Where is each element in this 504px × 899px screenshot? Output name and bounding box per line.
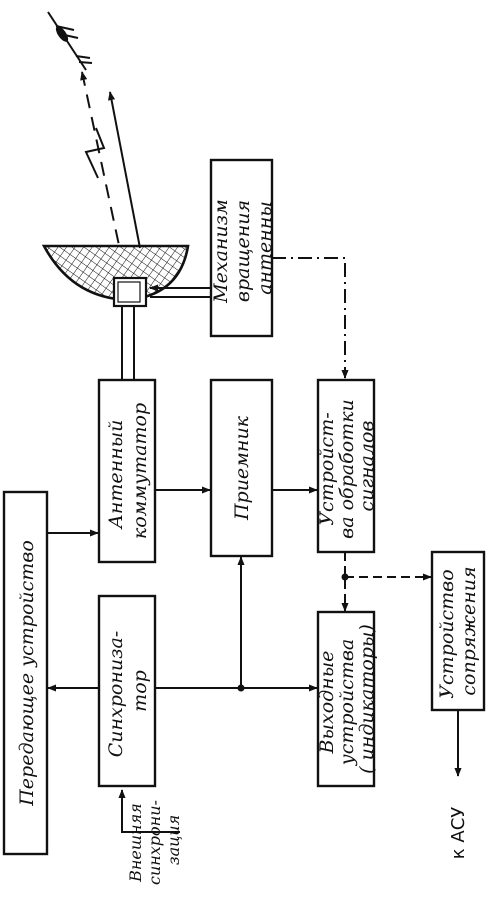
- signal-processor-block: Устройст- ва обработки сигналов: [316, 378, 378, 554]
- waveguide-line: [121, 306, 135, 380]
- svg-text:Механизм вращения: Механизм вращения антенны: [210, 193, 276, 304]
- antenna-angle-line: [272, 257, 349, 379]
- antenna-drive-block: Механизм вращения антенны: [209, 158, 276, 338]
- svg-text:Устройство сопряжения: Устройство сопряжения: [436, 563, 480, 698]
- svg-text:Выходные устройства: Выходные устройства ( индикаторы): [316, 624, 378, 774]
- svg-text:Приемник: Приемник: [231, 415, 253, 521]
- synchronizer-block: Синхрониза- тор: [97, 594, 157, 788]
- svg-text:Синхрониза- тор: Синхрониза- тор: [105, 625, 151, 758]
- signal-connections: [47, 486, 462, 833]
- transmitter-block: Передающее устройство: [2, 490, 49, 856]
- drive-link: [149, 284, 211, 298]
- radio-wave-lines: [80, 71, 141, 251]
- aircraft-icon: [47, 11, 93, 71]
- svg-text:Антенный коммутатор: Антенный коммутатор: [105, 403, 151, 539]
- svg-text:Внешняя синхрони-: Внешняя синхрони- зация: [126, 795, 183, 885]
- svg-text:Передающее устройство: Передающее устройство: [16, 540, 38, 807]
- external-sync-label: Внешняя синхрони- зация: [126, 795, 183, 885]
- receiver-block: Приемник: [209, 378, 274, 558]
- antenna-switch-block: Антенный коммутатор: [97, 378, 157, 564]
- svg-text:Устройст- ва обработки: Устройст- ва обработки сигналов: [316, 393, 378, 539]
- to-asu-label: к АСУ: [448, 807, 469, 859]
- interface-device-block: Устройство сопряжения: [430, 550, 486, 712]
- output-devices-block: Выходные устройства ( индикаторы): [316, 610, 378, 788]
